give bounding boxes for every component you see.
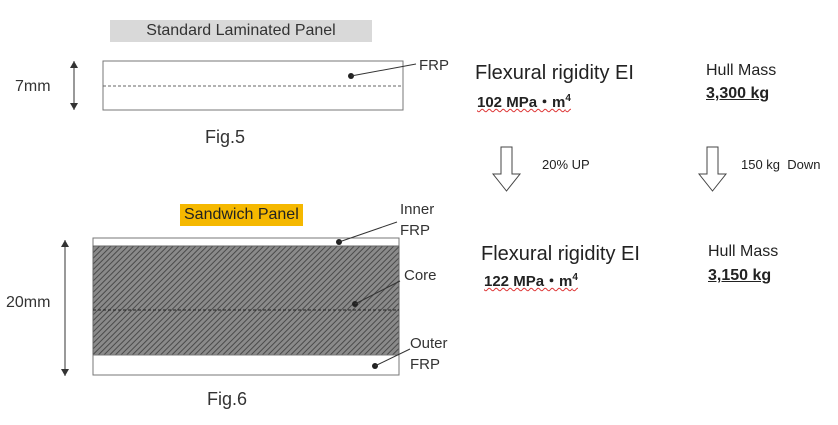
mass-change-label: 150 kg Down (741, 157, 821, 172)
core-layer (92, 245, 400, 356)
outer-label-line1: Outer (410, 335, 448, 352)
standard-panel-title: Standard Laminated Panel (110, 20, 372, 42)
flex-title-bottom: Flexural rigidity EI (481, 243, 640, 265)
sandwich-dim-arrow-bottom (61, 369, 69, 376)
inner-frp-layer (92, 237, 400, 247)
frp-label: FRP (419, 57, 449, 74)
flex-value-bottom: 122 MPa・m4 (484, 272, 578, 290)
flex-change-label: 20% UP (542, 157, 590, 172)
sandwich-thickness-label: 20mm (6, 294, 51, 311)
core-label: Core (404, 267, 437, 284)
core-leader (354, 280, 401, 305)
flex-value-top: 102 MPa・m4 (477, 93, 571, 111)
flex-change-arrow-icon (491, 146, 522, 192)
flex-title-top: Flexural rigidity EI (475, 62, 634, 84)
mass-value-top: 3,300 kg (706, 85, 770, 102)
inner-leader (338, 221, 398, 243)
mass-title-bottom: Hull Mass (708, 243, 779, 260)
fig6-caption: Fig.6 (207, 389, 248, 409)
mass-title-top: Hull Mass (706, 62, 777, 79)
inner-label-line1: Inner (400, 201, 435, 218)
outer-leader (374, 348, 411, 367)
standard-thickness-label: 7mm (15, 78, 51, 95)
outer-label-line2: FRP (410, 356, 440, 373)
standard-dim-arrow-top (70, 61, 78, 68)
frp-leader (350, 63, 417, 77)
mass-change-arrow-icon (697, 146, 728, 192)
fig5-caption: Fig.5 (205, 127, 246, 147)
outer-frp-layer (92, 354, 400, 376)
sandwich-panel-title: Sandwich Panel (180, 204, 303, 226)
standard-dim-arrow-bottom (70, 103, 78, 110)
sandwich-dim-arrow-top (61, 240, 69, 247)
inner-label-line2: FRP (400, 222, 430, 239)
mass-value-bottom: 3,150 kg (708, 267, 772, 284)
